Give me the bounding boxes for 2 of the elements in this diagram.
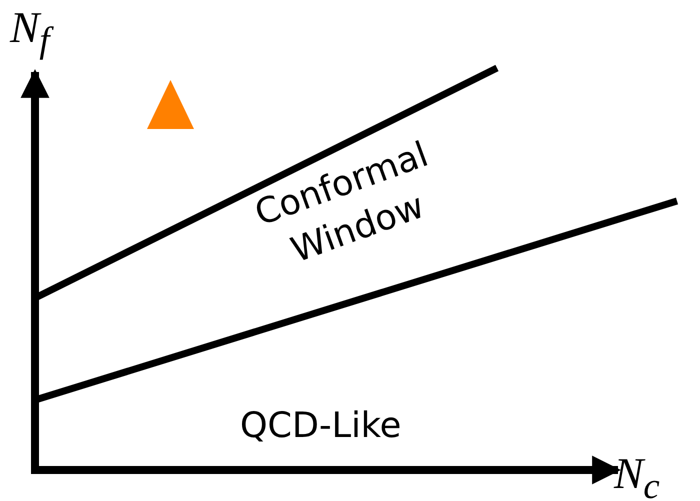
axis-label: N$_{c}$	[614, 452, 660, 501]
region-label: QCD-Like	[240, 405, 402, 448]
